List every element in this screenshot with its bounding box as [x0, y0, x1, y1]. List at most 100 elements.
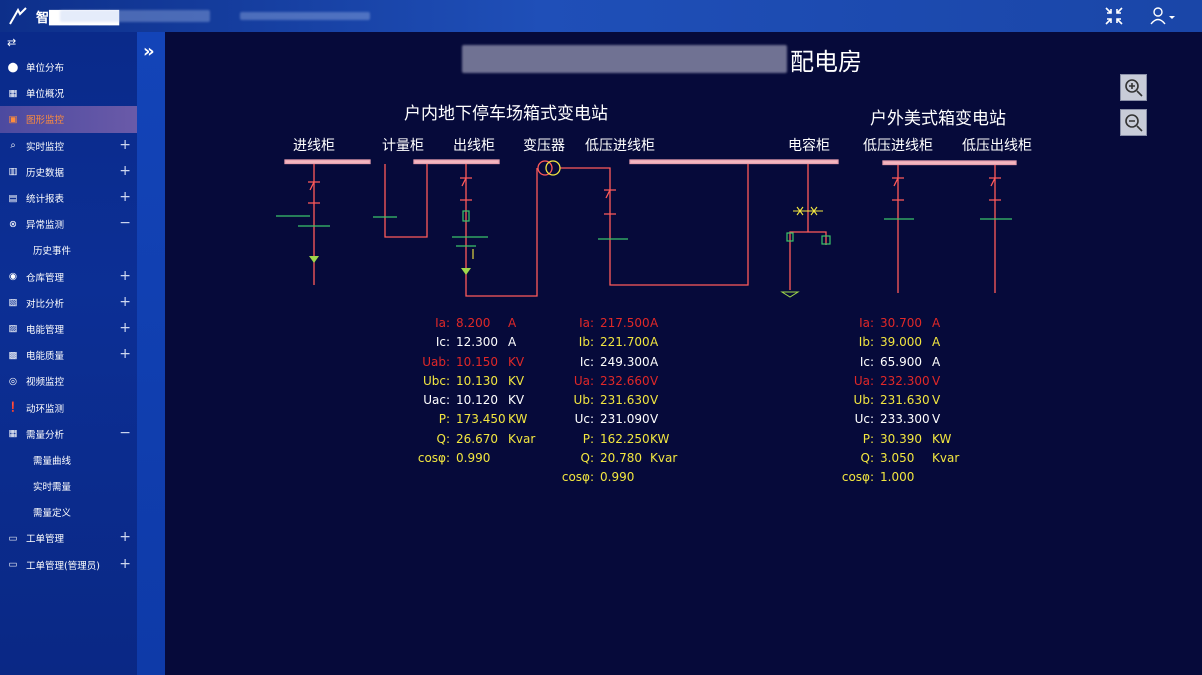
reading-unit: A	[932, 335, 941, 350]
redacted-page-title	[462, 45, 787, 73]
outgoing-switch	[460, 177, 472, 201]
reading-key: Q:	[436, 431, 451, 446]
sidebar-item-label: 图形监控	[26, 115, 65, 127]
sidebar-item-16[interactable]: 实时需量	[0, 473, 137, 499]
sidebar-item-8[interactable]: ◉仓库管理+	[0, 264, 137, 290]
reading-value: 12.300	[456, 335, 498, 350]
collapse-icon[interactable]: −	[119, 215, 131, 232]
collapse-sidebar-button[interactable]: »	[143, 41, 155, 62]
sidebar-item-17[interactable]: 需量定义	[0, 499, 137, 525]
reading-key: Uc:	[854, 412, 874, 427]
collapse-icon[interactable]: −	[119, 424, 131, 441]
zoom-in-button[interactable]	[1120, 74, 1147, 101]
reading-row: cosφ:0.990	[410, 449, 535, 468]
reading-unit: A	[650, 316, 659, 330]
reading-key: Ib:	[858, 335, 874, 350]
expand-icon[interactable]: +	[119, 319, 131, 336]
diagram-icon: ▣	[8, 113, 18, 125]
reading-value: 162.250	[600, 431, 650, 446]
expand-icon[interactable]: +	[119, 162, 131, 179]
sidebar-item-1[interactable]: ▦单位概况	[0, 80, 137, 106]
ground-symbol-2	[461, 268, 471, 275]
transformer-winding-2	[545, 160, 561, 176]
fullscreen-exit-button[interactable]	[1104, 6, 1124, 26]
sidebar-item-11[interactable]: ▩ 电能质量 +	[0, 342, 137, 368]
sidebar-item-label: 电能管理	[26, 324, 65, 336]
sidebar-item-19[interactable]: ▭工单管理(管理员)+	[0, 552, 137, 578]
sidebar-item-12[interactable]: ◎视频监控	[0, 368, 137, 394]
zoom-out-button[interactable]	[1120, 109, 1147, 136]
ground-symbol-1	[309, 256, 319, 263]
sidebar-item-5[interactable]: ▤统计报表+	[0, 185, 137, 211]
sidebar-item-10[interactable]: ▨电能管理+	[0, 316, 137, 342]
sidebar-item-9[interactable]: ▧对比分析+	[0, 290, 137, 316]
reading-value: 231.630	[600, 393, 650, 408]
reading-value: 0.990	[456, 451, 491, 466]
reading-unit: V	[650, 373, 659, 388]
sidebar-item-7[interactable]: 历史事件	[0, 237, 137, 263]
reading-key: Uab:	[422, 354, 450, 369]
sidebar-item-label: 电能质量	[26, 351, 65, 363]
reading-key: Uc:	[574, 412, 594, 427]
sidebar-item-label: 实时监控	[26, 141, 65, 153]
monitor-search-icon: ⌕	[10, 140, 16, 152]
user-menu-button[interactable]	[1150, 6, 1176, 26]
reading-value: 10.120	[456, 393, 498, 408]
sidebar-item-label: 单位分布	[26, 63, 65, 75]
expand-icon[interactable]: +	[119, 555, 131, 572]
ticket-admin-icon: ▭	[8, 559, 18, 571]
expand-icon[interactable]: +	[119, 136, 131, 153]
map-pin-icon: ⬤	[7, 61, 19, 73]
reading-unit: Kvar	[932, 451, 960, 466]
reading-key: cosφ:	[561, 470, 594, 485]
sidebar-item-15[interactable]: 需量曲线	[0, 447, 137, 473]
warning-icon: ❗	[7, 402, 19, 414]
quality-icon: ▩	[8, 349, 18, 361]
transformer-winding-1	[537, 160, 553, 176]
reading-unit: A	[932, 354, 941, 369]
label-s2-lv-outgoing: 低压出线柜	[962, 138, 1032, 154]
compare-icon: ▧	[8, 297, 18, 309]
reading-key: Uac:	[423, 393, 450, 408]
reading-key: Ua:	[853, 373, 874, 388]
sidebar-item-4[interactable]: ▥历史数据+	[0, 159, 137, 185]
label-s2-lv-incoming: 低压进线柜	[863, 138, 933, 154]
sidebar-item-label: 工单管理	[26, 534, 65, 546]
feeder-incoming-switch	[308, 181, 320, 204]
sidebar-item-2[interactable]: ▣ 图形监控	[0, 106, 137, 133]
busbar-outgoing	[413, 159, 500, 165]
sidebar-item-label: 异常监测	[26, 220, 65, 232]
reading-value: 26.670	[456, 431, 498, 446]
expand-icon[interactable]: +	[119, 267, 131, 284]
sidebar-item-14[interactable]: ▦需量分析−	[0, 421, 137, 447]
reading-key: P:	[582, 431, 594, 446]
alert-icon: ⊗	[9, 218, 17, 230]
expand-icon[interactable]: +	[119, 346, 131, 363]
reading-value: 232.300	[880, 373, 930, 388]
sidebar-item-18[interactable]: ▭ 工单管理 +	[0, 525, 137, 551]
reading-unit: KV	[508, 393, 525, 408]
reading-key: P:	[862, 431, 874, 446]
expand-icon[interactable]: +	[119, 293, 131, 310]
expand-icon[interactable]: +	[119, 529, 131, 546]
sidebar-item-0[interactable]: ⬤ 单位分布	[0, 54, 137, 80]
sidebar-item-13[interactable]: ❗动环监测	[0, 394, 137, 420]
s2-feeder-2	[989, 165, 1001, 293]
ticket-icon: ▭	[8, 532, 18, 544]
sidebar-item-label: 需量定义	[33, 508, 72, 520]
reading-key: P:	[438, 412, 450, 427]
expand-icon[interactable]: +	[119, 188, 131, 205]
sidebar-item-6[interactable]: ⊗ 异常监测 −	[0, 211, 137, 237]
sidebar-item-3[interactable]: ⌕ 实时监控 +	[0, 133, 137, 159]
swap-icon[interactable]: ⇄	[7, 36, 17, 49]
